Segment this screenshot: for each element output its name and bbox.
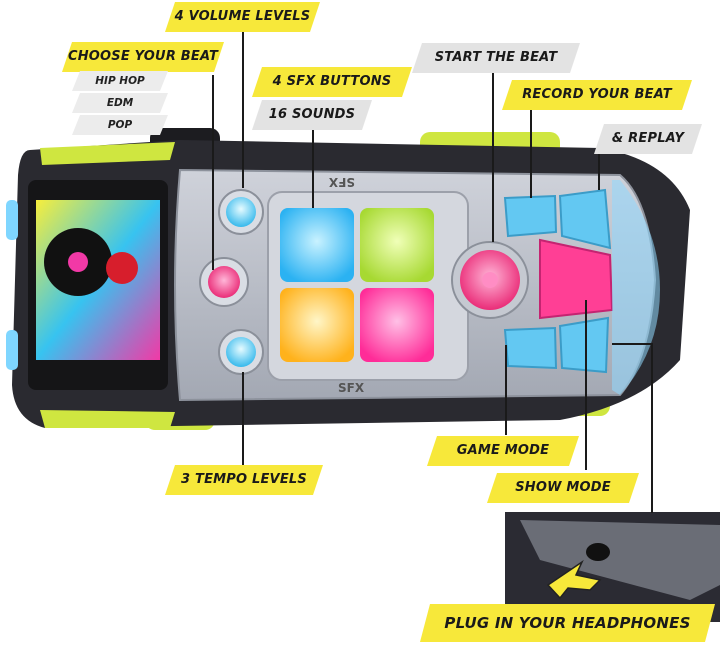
label-show-mode: SHOW MODE [487,473,639,503]
sfx-pad-yellow [280,288,354,362]
label-choose-beat: CHOOSE YOUR BEAT [62,42,224,72]
beat-option-pop: POP [72,115,168,135]
label-tempo-levels: 3 TEMPO LEVELS [165,465,323,495]
line-headphone-h [612,343,652,345]
dickie-logo [106,252,138,284]
headphone-jack [586,543,610,561]
beat-option-hip-hop: HIP HOP [72,71,168,91]
line-show [585,300,587,470]
pointer-arrow [546,559,602,600]
label-replay: & REPLAY [594,124,702,154]
windshield [612,180,660,395]
game-mode-button [503,326,558,370]
label-volume-levels: 4 VOLUME LEVELS [165,2,320,32]
label-game-mode: GAME MODE [427,436,579,466]
sfx-pad-pink [360,288,434,362]
line-tempo [242,372,244,468]
label-headphones: PLUG IN YOUR HEADPHONES [420,604,715,642]
sfx-top-text: SFX [328,175,355,189]
label-sfx-buttons: 4 SFX BUTTONS [252,67,412,97]
replay-button [558,188,612,250]
record-button [503,194,558,238]
headphone-inset [505,512,720,622]
line-headphone-v [651,343,653,513]
sfx-bottom-text: SFX [338,381,365,395]
line-game [505,345,507,435]
line-record [530,108,532,198]
label-16-sounds: 16 SOUNDS [252,100,372,130]
line-choose-beat [212,75,214,270]
sfx-pad-green [360,208,434,282]
line-replay [598,150,600,190]
line-start [492,72,494,242]
lime-trim [40,142,175,165]
label-record-beat: RECORD YOUR BEAT [502,80,692,110]
line-volume [242,28,244,188]
sfx-pad-blue [280,208,354,282]
show-mode-button [558,316,610,374]
label-start-beat: START THE BEAT [412,43,580,73]
line-sfx [312,128,314,208]
beat-option-edm: EDM [72,93,168,113]
